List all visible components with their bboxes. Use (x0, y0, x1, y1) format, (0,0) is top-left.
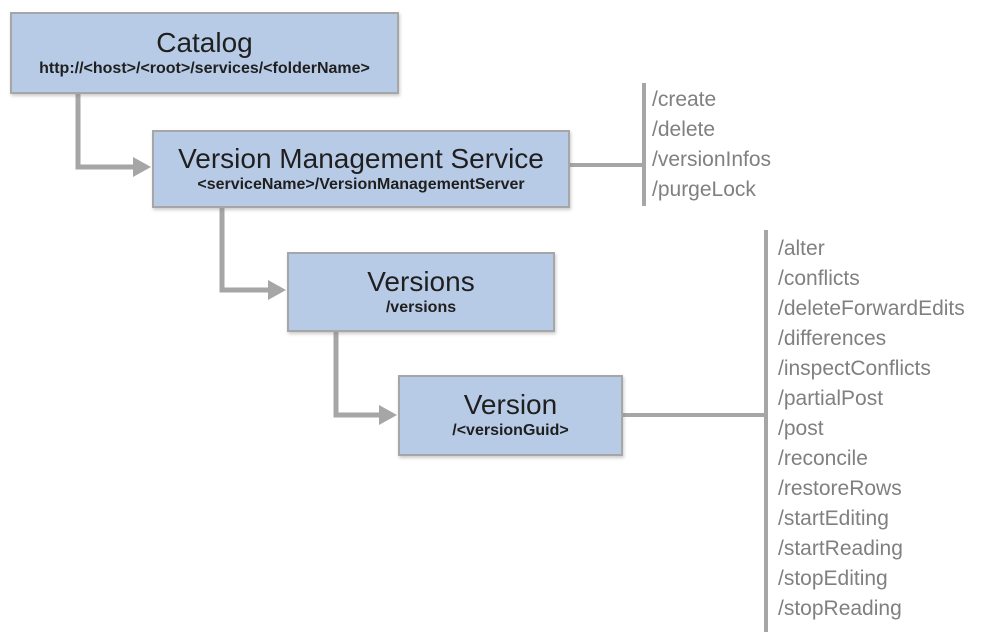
node-version-subtitle: /<versionGuid> (452, 422, 569, 440)
operation-item: /post (778, 417, 824, 440)
node-version-title: Version (463, 389, 558, 420)
connector-catalog-to-vms (75, 94, 133, 170)
arrowhead-catalog-to-vms-icon (133, 157, 151, 177)
operation-item: /reconcile (778, 447, 868, 470)
node-vms-subtitle: <serviceName>/VersionManagementServer (197, 175, 525, 193)
operation-item: /startReading (778, 537, 903, 560)
node-catalog-subtitle: http://<host>/<root>/services/<folderNam… (39, 59, 370, 77)
operation-item: /purgeLock (652, 178, 756, 201)
operation-item: /deleteForwardEdits (778, 297, 965, 320)
node-versions-subtitle: /versions (385, 298, 457, 316)
operation-item: /conflicts (778, 267, 860, 290)
operation-item: /delete (652, 118, 716, 141)
operation-item: /create (652, 88, 717, 111)
operation-item: /stopReading (778, 597, 902, 620)
connector-versions-to-version (333, 332, 379, 418)
node-vms-title: Version Management Service (178, 142, 544, 174)
operation-item: /differences (778, 327, 887, 350)
vms-operations-list: /create/delete/versionInfos/purgeLock (652, 85, 771, 205)
operation-item: /restoreRows (778, 477, 902, 500)
node-versions-title: Versions (367, 265, 475, 297)
arrowhead-versions-to-version-icon (379, 405, 397, 425)
operation-item: /versionInfos (652, 148, 772, 171)
node-version: Version /<versionGuid> (398, 375, 623, 456)
operation-item: /partialPost (778, 387, 884, 410)
version-operations-list: /alter/conflicts/deleteForwardEdits/diff… (778, 234, 965, 624)
node-catalog: Catalog http://<host>/<root>/services/<f… (10, 12, 399, 94)
node-versions: Versions /versions (287, 252, 555, 332)
node-version-management-service: Version Management Service <serviceName>… (152, 130, 570, 208)
operation-item: /stopEditing (778, 567, 888, 590)
operation-item: /inspectConflicts (778, 357, 931, 380)
node-catalog-title: Catalog (156, 26, 253, 58)
operation-item: /startEditing (778, 507, 889, 530)
connector-vms-to-versions (219, 208, 268, 293)
arrowhead-vms-to-versions-icon (268, 280, 286, 300)
operation-item: /alter (778, 237, 825, 260)
